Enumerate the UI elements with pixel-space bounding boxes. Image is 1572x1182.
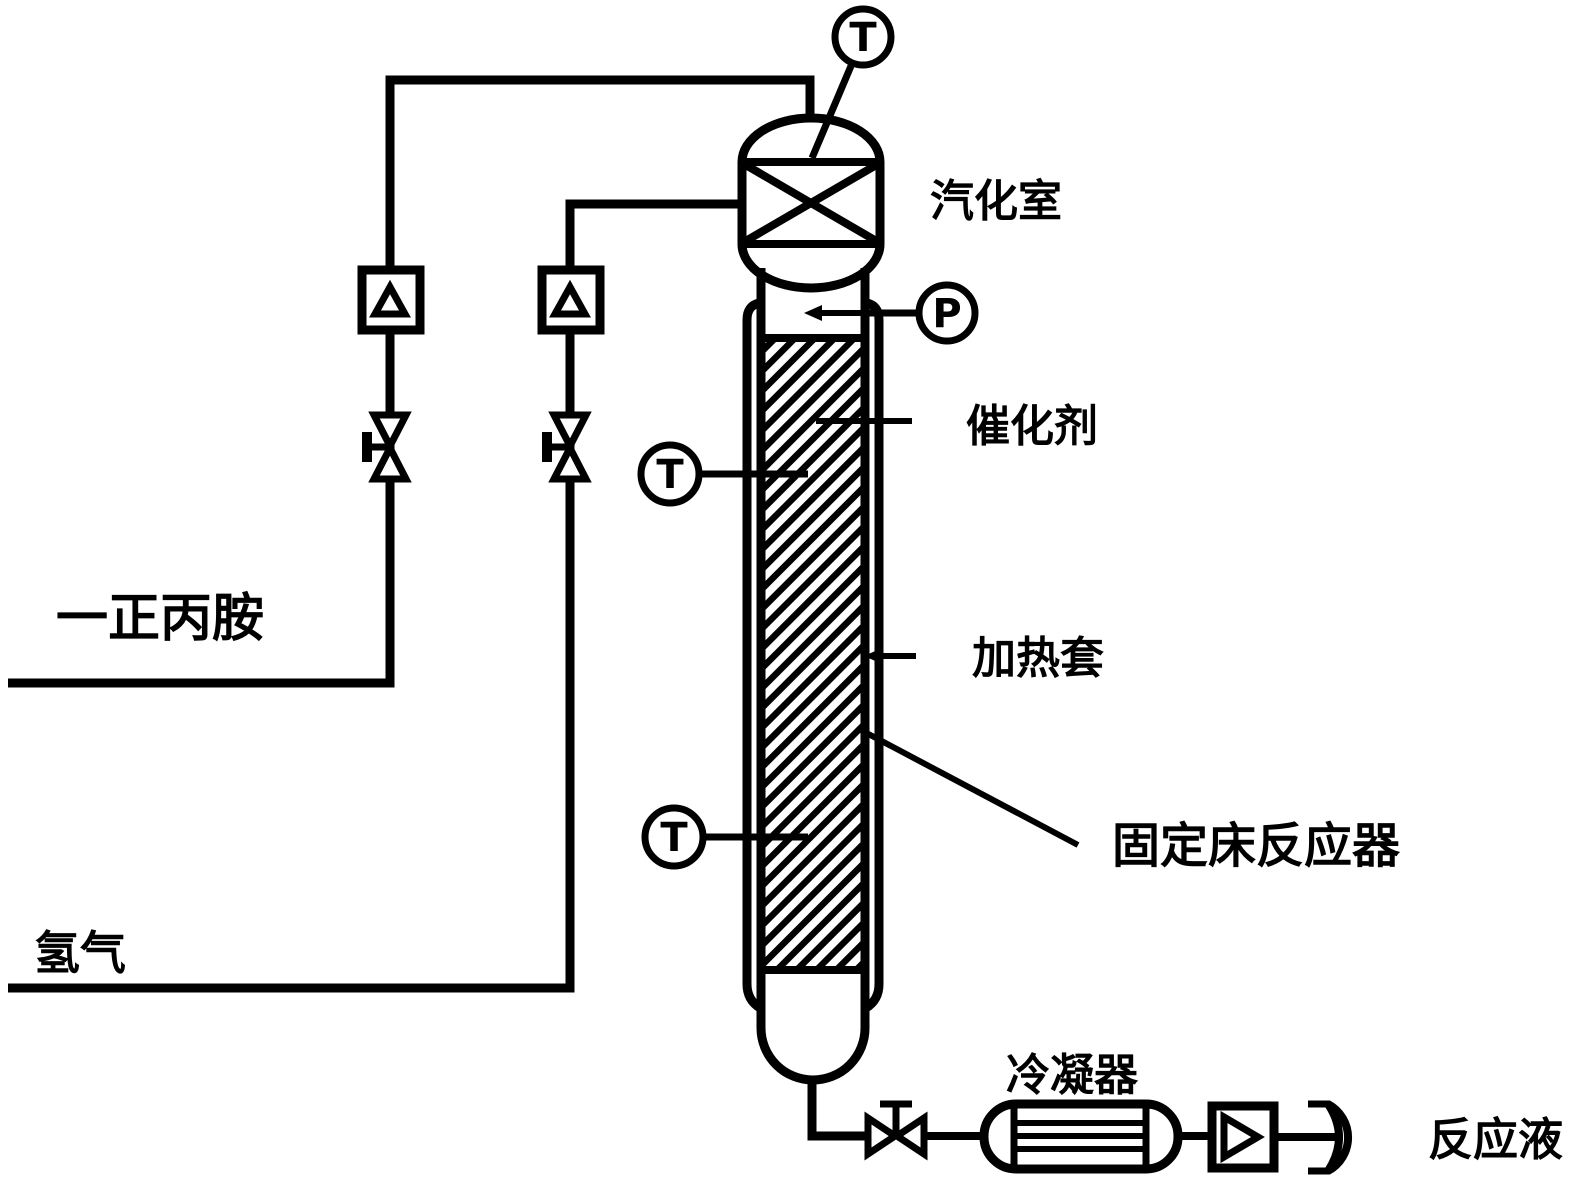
temperature-indicator-low: T xyxy=(641,804,808,870)
jacket-left-wall xyxy=(742,298,763,1012)
flow-meter-hydrogen xyxy=(537,265,605,335)
reactor-pointer-line xyxy=(857,726,1080,848)
receiver-body xyxy=(1324,1100,1353,1175)
vaporizer-vessel xyxy=(737,64,885,293)
valve-hydrogen xyxy=(542,411,592,483)
vaporizer-packing-x xyxy=(741,160,881,246)
temperature-indicator-circle xyxy=(641,804,707,870)
pump-triangle-icon xyxy=(1220,1110,1265,1164)
heating-jacket-pointer xyxy=(864,648,916,664)
temperature-indicator-letter: T xyxy=(849,15,877,61)
product-label: 反应液 xyxy=(1428,1113,1563,1166)
pipe-hydrogen-feed xyxy=(8,199,752,993)
temperature-indicator-circle xyxy=(637,441,703,507)
valve-upper-triangle xyxy=(548,411,592,454)
temperature-indicator-letter: T xyxy=(656,452,684,498)
receiver-end-caps xyxy=(1308,1100,1330,1175)
condenser-tubes xyxy=(1014,1120,1146,1152)
valve-upper-triangle xyxy=(368,411,412,454)
temperature-indicator-top: T xyxy=(831,5,895,69)
temperature-indicator-circle xyxy=(831,5,895,69)
temperature-indicator-mid: T xyxy=(637,441,808,507)
feed-hydrogen-label: 氢气 xyxy=(34,926,126,980)
valve-left-triangle xyxy=(864,1111,902,1161)
pump xyxy=(1207,1101,1279,1173)
pressure-tap-arrowhead xyxy=(804,305,822,321)
receiver xyxy=(1308,1100,1353,1175)
flow-meter-body xyxy=(357,265,425,335)
feed-pipe-hydrogen xyxy=(8,199,752,993)
catalyst-bed-hatch xyxy=(765,341,861,969)
reactor-tube xyxy=(756,268,870,1085)
flow-meter-triangle-icon xyxy=(369,279,411,318)
condenser xyxy=(979,1099,1183,1174)
condenser-label: 冷凝器 xyxy=(1006,1050,1139,1101)
flow-meter-triangle-icon xyxy=(549,279,591,318)
vaporizer-label: 汽化室 xyxy=(930,176,1062,227)
valve-right-triangle xyxy=(890,1111,928,1161)
valve-lower-triangle xyxy=(548,440,592,483)
catalyst-bed xyxy=(762,334,864,974)
pressure-indicator-circle xyxy=(915,281,979,345)
feed-amine-label: 一正丙胺 xyxy=(56,589,264,649)
valve-amine xyxy=(362,411,412,483)
feed-pipe-amine xyxy=(8,75,815,688)
catalyst-label: 催化剂 xyxy=(966,401,1098,452)
flow-meter-amine xyxy=(357,265,425,335)
valve-outlet xyxy=(864,1100,928,1161)
fixed-bed-reactor-label: 固定床反应器 xyxy=(1112,818,1401,874)
heating-jacket-label: 加热套 xyxy=(972,633,1104,684)
pipe-reactor-outlet xyxy=(807,1080,872,1141)
pressure-indicator: P xyxy=(804,281,979,345)
temperature-indicator-letter: T xyxy=(660,815,688,861)
valve-lower-triangle xyxy=(368,440,412,483)
pipe-amine-feed xyxy=(8,75,815,688)
heating-jacket-arrowhead xyxy=(864,648,882,664)
pressure-indicator-letter: P xyxy=(932,291,961,337)
temperature-top-lead-line xyxy=(808,64,855,160)
vaporizer-packing-box xyxy=(742,158,880,248)
